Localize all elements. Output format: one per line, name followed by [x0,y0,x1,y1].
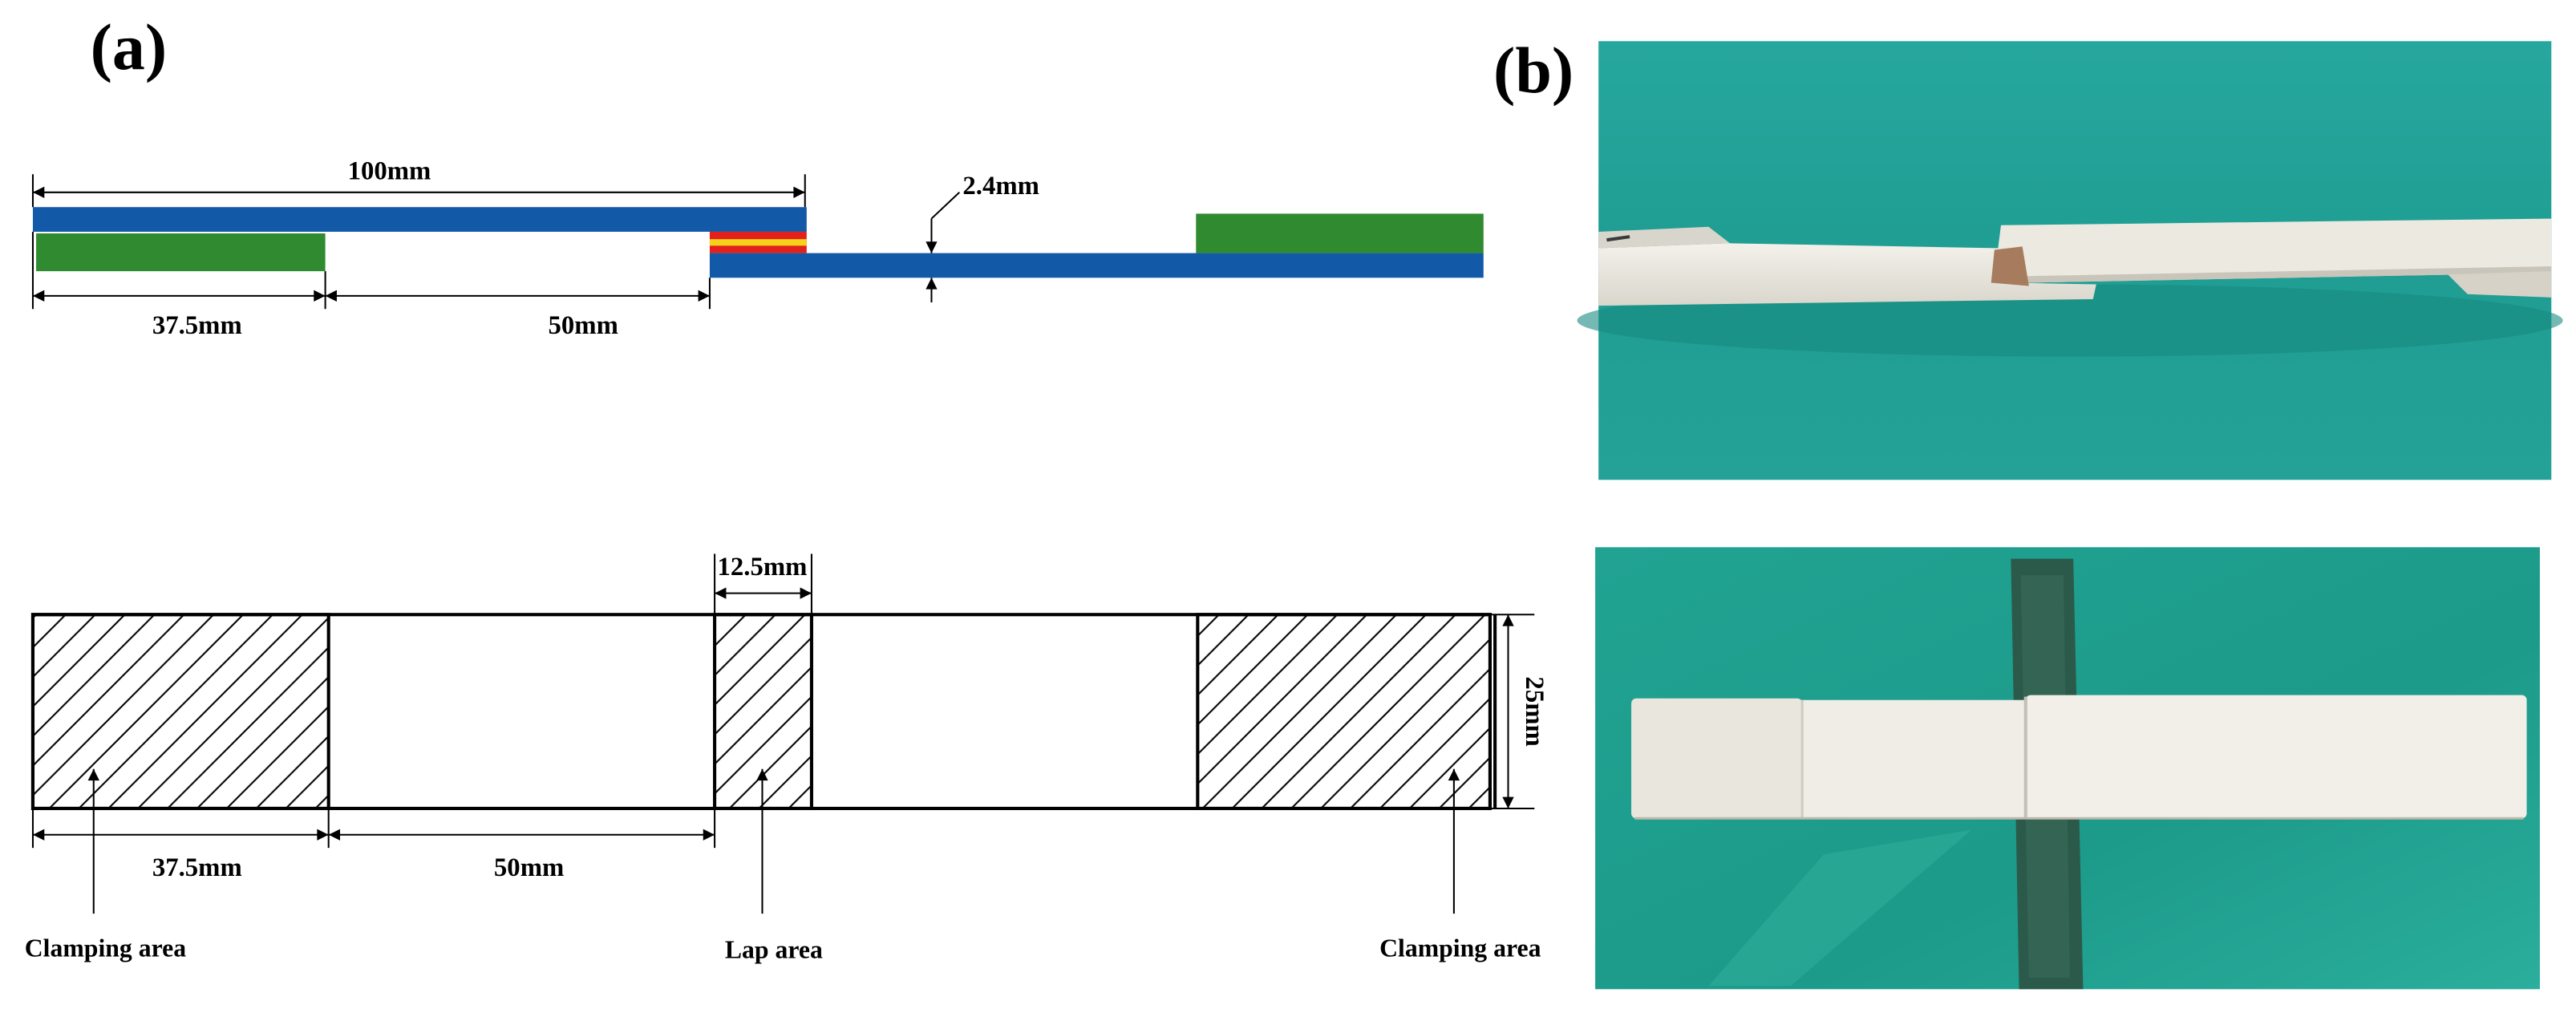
callout-lap: Lap area [725,935,823,963]
upper-adherend [32,207,807,232]
photo-side-view [1577,41,2563,480]
left-clamping-area [30,613,330,811]
side-view: 100mm 2.4mm 37.5mm 50mm [31,156,1484,340]
photo-streak [1708,829,1972,987]
photo-left-mark [1606,235,1630,242]
thickness-label: 2.4mm [962,172,1039,201]
side-clamp-label: 37.5mm [152,311,242,340]
top-clamp-label: 37.5mm [152,853,242,882]
left-grip-tab [36,233,326,272]
width-label: 25mm [1520,676,1549,746]
adhesive-core [709,239,807,246]
panel-b-label: (b) [1493,34,1574,107]
photo-left-tab-top [1631,698,1803,819]
right-grip-tab [1196,213,1484,253]
photo-left-tab [1598,226,1731,249]
top-view: 12.5mm 25mm 37.5mm 50mm Clamping area La… [25,553,1549,963]
lower-adherend [709,253,1484,278]
photo-adhesive-fillet [1991,246,2029,286]
panel-a-label: (a) [91,10,168,83]
photo-right-adherend-top [2025,695,2527,819]
callout-clamping-right: Clamping area [1379,934,1541,962]
photo-top-view [1595,547,2540,990]
top-gap-label: 50mm [494,853,564,882]
photo-right-adherend-edge [2027,265,2552,283]
thickness-leader [930,192,961,220]
lap-length-label: 12.5mm [718,553,808,581]
side-gap-label: 50mm [549,311,618,340]
callout-clamping-left: Clamping area [25,934,187,962]
photo-right-tab [2448,271,2552,298]
length-label: 100mm [348,156,431,185]
right-clamping-area [1196,613,1493,811]
photo-left-adherend [1598,243,2096,306]
photo-right-adherend [1994,218,2552,283]
